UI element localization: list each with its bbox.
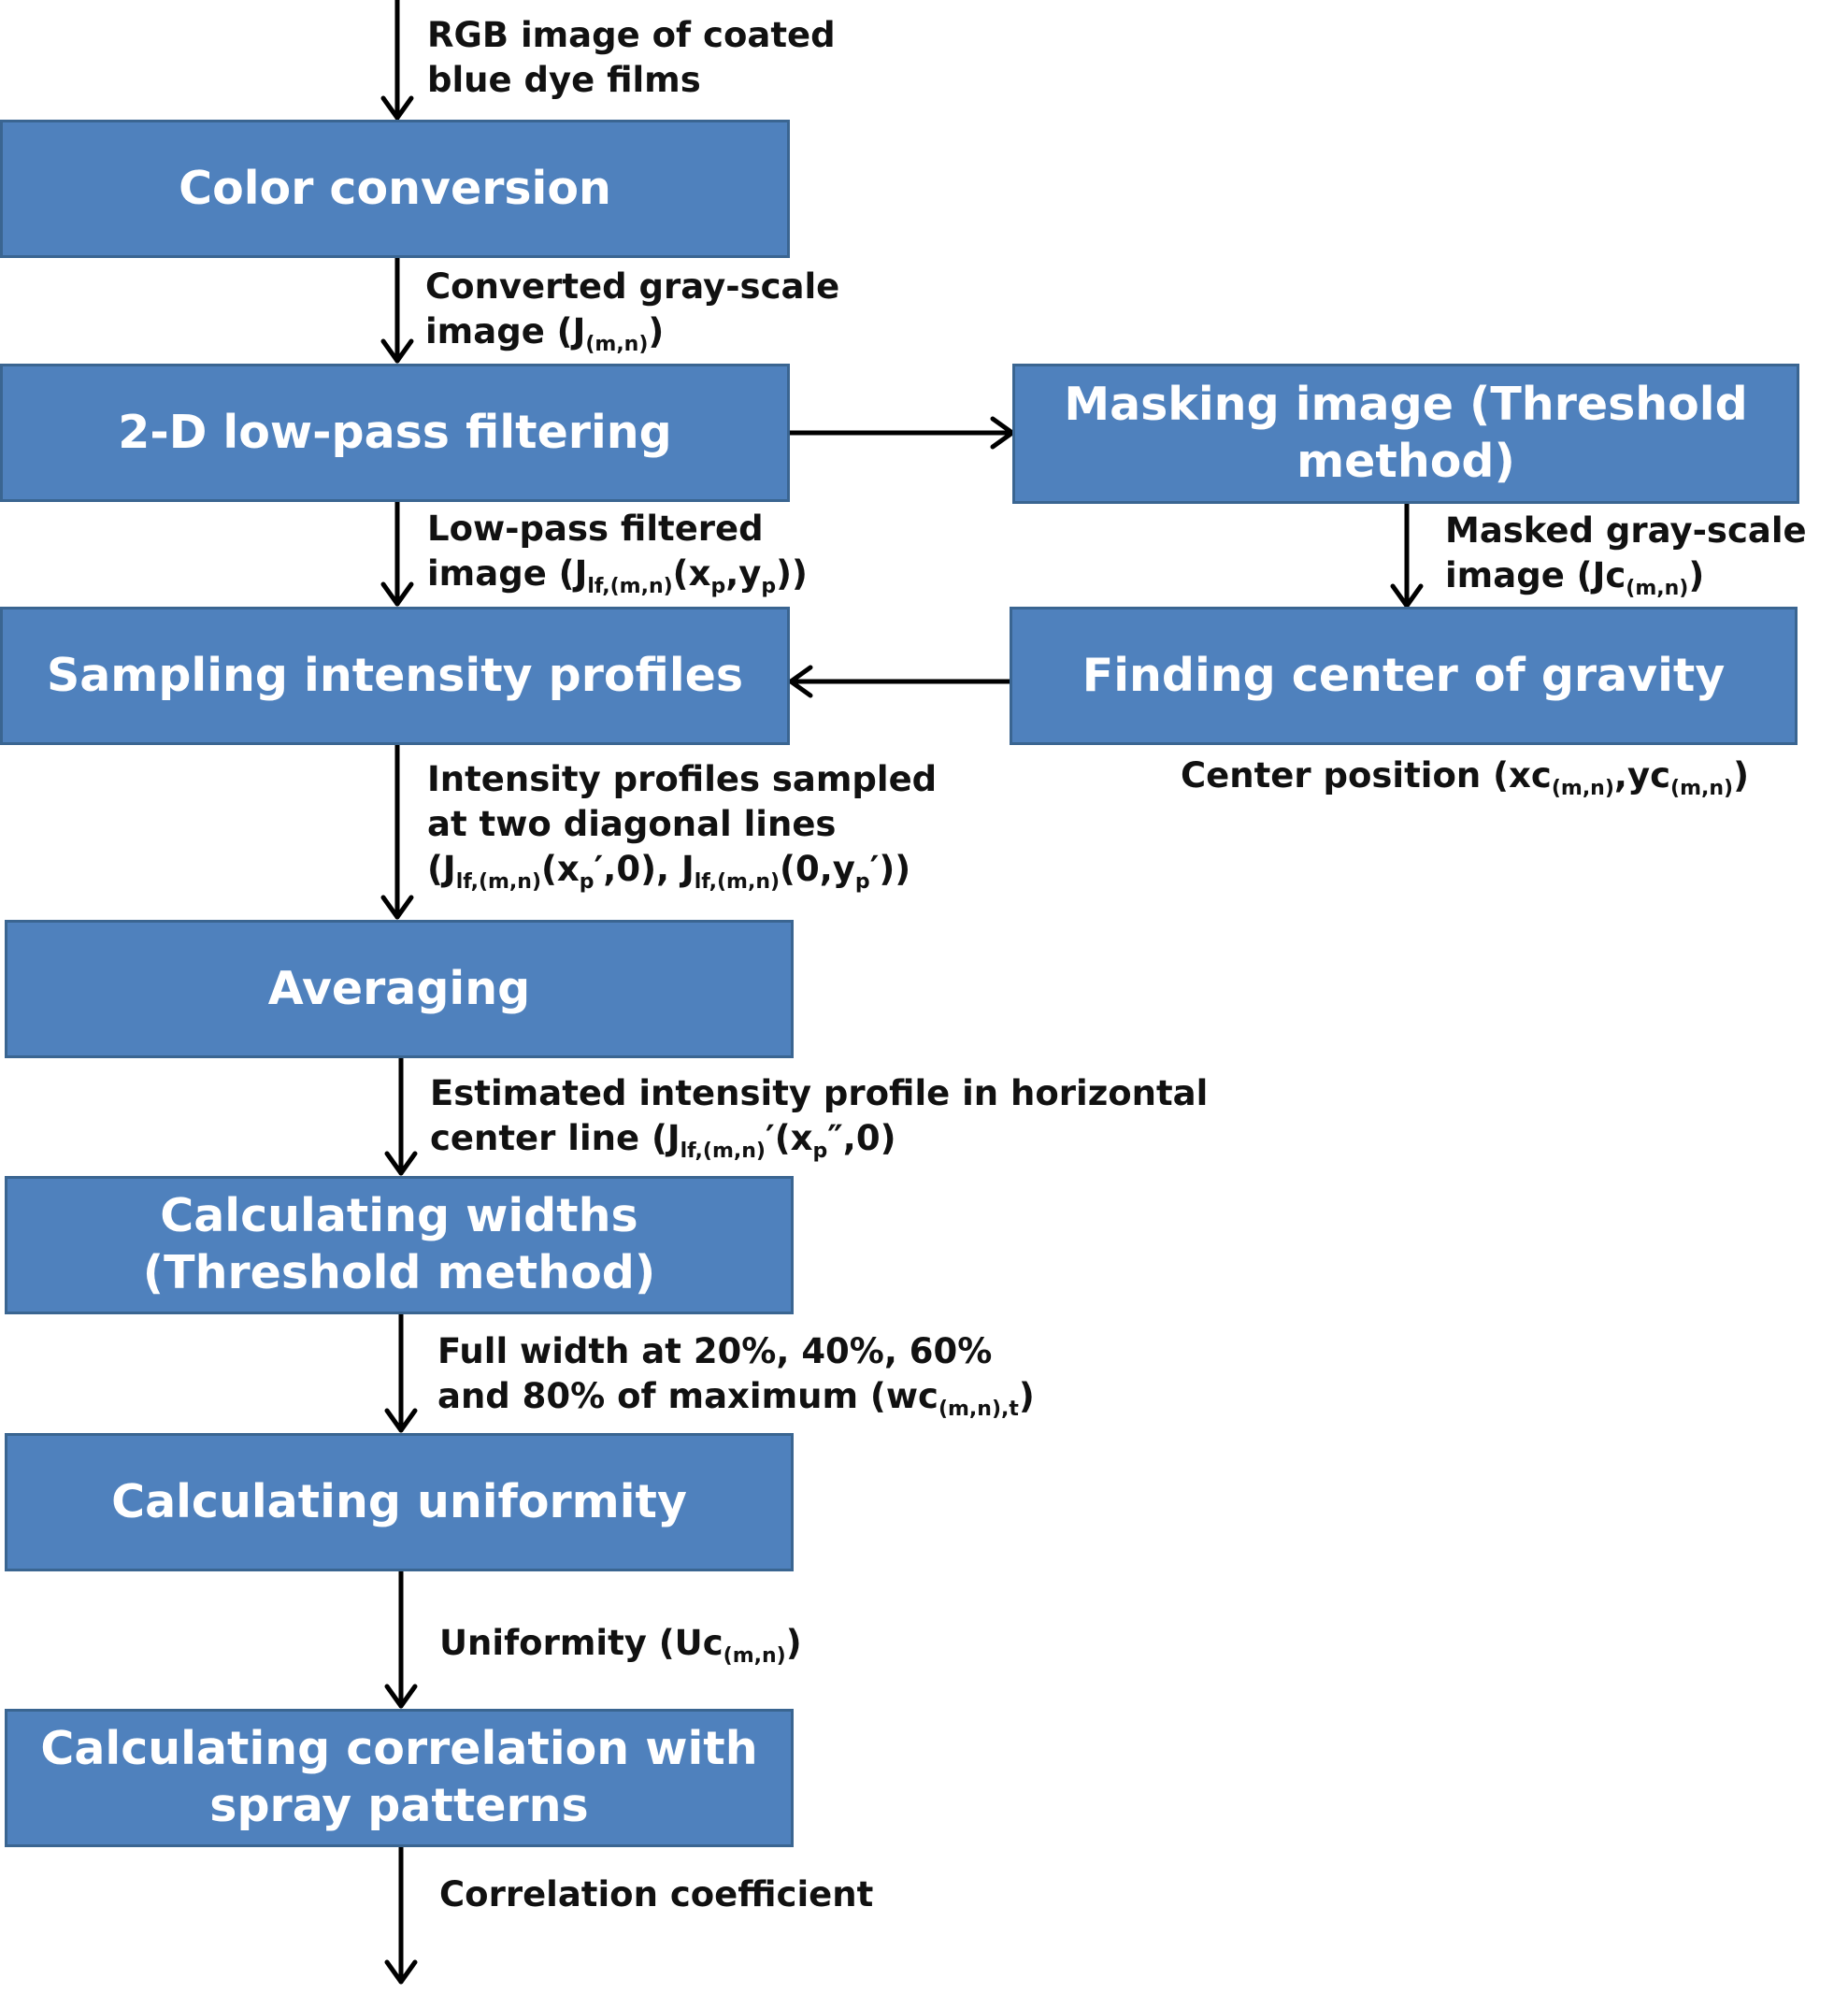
arrow-sampling-to-averaging [380,741,414,920]
edge-label-estimated-profile-line2: center line (Jlf,(m,n)′(xp″,0) [430,1118,896,1163]
arrow-lowpass-to-masking [785,416,1015,450]
edge-label-estimated-profile-line1: Estimated intensity profile in horizonta… [430,1073,1209,1113]
edge-label-lowpass-out-line1: Low-pass filtered [427,509,764,549]
node-masking-image-label: Masking image (Threshold method) [1064,378,1748,488]
edge-label-full-width: Full width at 20%, 40%, 60% and 80% of m… [437,1329,1035,1421]
edge-label-lowpass-out-line2: image (Jlf,(m,n)(xp,yp)) [427,553,808,598]
node-center-of-gravity: Finding center of gravity [1010,607,1798,745]
arrow-uniformity-to-correlation [384,1568,418,1709]
arrow-lowpass-to-sampling [380,497,414,607]
edge-label-uniformity: Uniformity (Uc(m,n)) [439,1623,802,1668]
arrow-masking-to-center [1390,500,1424,609]
arrow-input [380,0,414,121]
edge-label-converted-line1: Converted gray-scale [425,266,840,307]
edge-label-converted: Converted gray-scale image (J(m,n)) [425,265,840,356]
edge-label-intensity-profiles-line1: Intensity profiles sampled [427,759,938,799]
edge-label-lowpass-out: Low-pass filtered image (Jlf,(m,n)(xp,yp… [427,507,808,598]
edge-label-estimated-profile: Estimated intensity profile in horizonta… [430,1071,1209,1163]
edge-label-intensity-profiles-line2: at two diagonal lines [427,804,837,844]
edge-label-converted-line2: image (J(m,n)) [425,311,665,356]
node-sampling-profiles-label: Sampling intensity profiles [46,648,744,702]
node-masking-image: Masking image (Threshold method) [1012,364,1799,504]
edge-label-masked-line1: Masked gray-scale [1445,510,1807,551]
node-color-conversion: Color conversion [0,120,790,258]
arrow-widths-to-uniformity [384,1310,418,1433]
edge-label-correlation: Correlation coefficient [439,1874,874,1914]
edge-label-input-line1: RGB image of coated [427,15,836,55]
arrow-color-to-lowpass [380,254,414,364]
node-calculating-correlation-label: Calculating correlation with spray patte… [40,1722,758,1832]
edge-label-input: RGB image of coated blue dye films [427,13,836,103]
node-calculating-uniformity: Calculating uniformity [5,1433,794,1571]
node-calculating-widths-label: Calculating widths (Threshold method) [142,1189,656,1299]
node-sampling-profiles: Sampling intensity profiles [0,607,790,745]
edge-label-intensity-profiles-line3: (Jlf,(m,n)(xp′,0), Jlf,(m,n)(0,yp′)) [427,849,911,894]
arrow-averaging-to-widths [384,1054,418,1176]
edge-label-input-line2: blue dye films [427,60,701,100]
edge-label-full-width-line2: and 80% of maximum (wc(m,n),t) [437,1376,1035,1421]
node-calculating-correlation: Calculating correlation with spray patte… [5,1709,794,1847]
node-center-of-gravity-label: Finding center of gravity [1082,648,1726,702]
edge-label-masked: Masked gray-scale image (Jc(m,n)) [1445,509,1807,600]
edge-label-center-position: Center position (xc(m,n),yc(m,n)) [1181,755,1749,800]
edge-label-masked-line2: image (Jc(m,n)) [1445,555,1705,600]
arrow-center-to-sampling [788,665,1012,698]
node-averaging-label: Averaging [267,961,531,1015]
edge-label-intensity-profiles: Intensity profiles sampled at two diagon… [427,757,938,894]
arrow-output [384,1843,418,1985]
node-lowpass-filtering: 2-D low-pass filtering [0,364,790,502]
node-color-conversion-label: Color conversion [179,161,611,215]
edge-label-full-width-line1: Full width at 20%, 40%, 60% [437,1331,993,1371]
node-lowpass-filtering-label: 2-D low-pass filtering [118,405,672,459]
node-averaging: Averaging [5,920,794,1058]
node-calculating-uniformity-label: Calculating uniformity [111,1474,687,1528]
node-calculating-widths: Calculating widths (Threshold method) [5,1176,794,1314]
